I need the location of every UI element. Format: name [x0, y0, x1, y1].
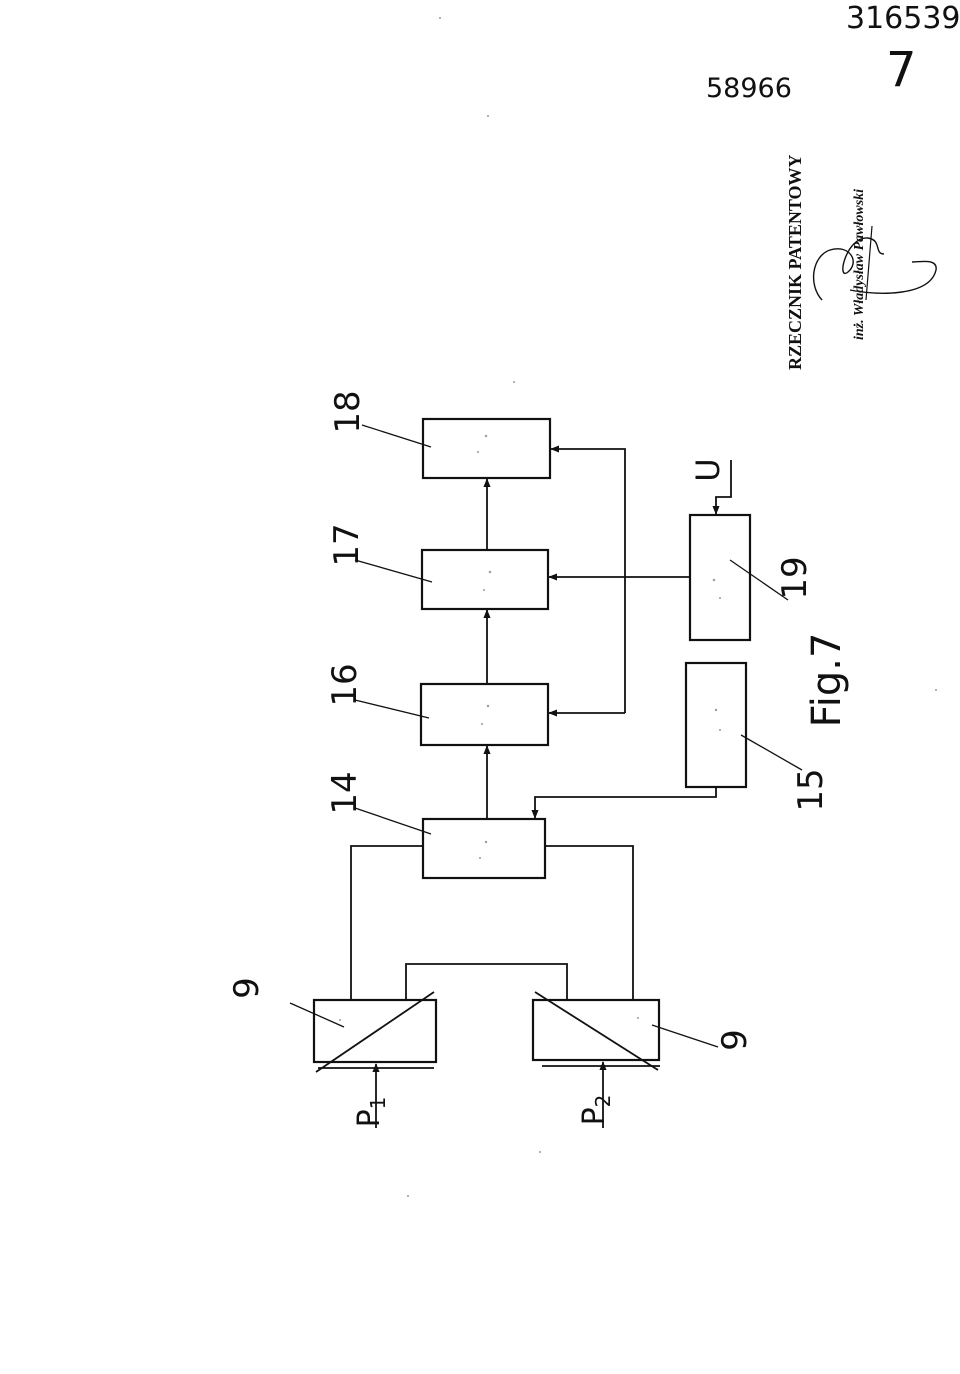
leader-17	[354, 559, 433, 583]
label-block-9-upper: 9	[227, 977, 267, 999]
label-block-9-lower: 9	[715, 1029, 755, 1051]
leader-15	[740, 734, 803, 771]
leader-18	[361, 424, 432, 448]
patent-number: 58966	[706, 73, 792, 104]
stamp-title: RZECZNIK PATENTOWY	[785, 154, 805, 370]
sensor-diagonal-lower	[534, 991, 659, 1071]
label-block-19: 19	[775, 556, 815, 599]
wire-9-bridge	[405, 963, 568, 1000]
input-label-p2: P2	[577, 1095, 615, 1126]
scan-specks	[339, 17, 937, 1197]
label-block-15: 15	[791, 768, 831, 811]
input-label-p1: P1	[352, 1097, 390, 1128]
leader-19	[729, 559, 789, 601]
block-16	[419, 682, 550, 747]
block-14	[421, 817, 547, 880]
stamp-name: inż. Władysław Pawłowski	[852, 189, 867, 340]
leader-9-lower	[651, 1024, 719, 1048]
patent-attorney-stamp: RZECZNIK PATENTOWY inż. Władysław Pawłow…	[785, 154, 867, 370]
block-17	[420, 548, 550, 611]
label-block-14: 14	[325, 771, 365, 814]
application-number: 316539	[846, 1, 960, 36]
svg-text:P2: P2	[577, 1095, 615, 1126]
sensor-diagonal-upper	[315, 991, 435, 1073]
wire-feedback-to-18	[550, 445, 626, 713]
leader-14	[354, 807, 432, 835]
block-18	[421, 417, 552, 480]
label-block-18: 18	[328, 390, 368, 433]
figure-caption: Fig.7	[804, 633, 850, 728]
input-label-u: U	[689, 458, 727, 481]
wire-9-upper-to-14	[350, 845, 423, 1000]
sheet-number: 7	[886, 42, 917, 98]
wire-u-to-19	[712, 460, 732, 515]
block-15	[684, 661, 748, 789]
leader-9-upper	[289, 1002, 345, 1028]
leader-16	[354, 699, 430, 719]
signature	[812, 225, 937, 301]
block-19	[688, 513, 752, 642]
label-block-16: 16	[325, 663, 365, 706]
wire-9-lower-to-14	[545, 845, 634, 1000]
wire-15-to-14	[531, 787, 717, 819]
svg-text:P1: P1	[352, 1097, 390, 1128]
label-block-17: 17	[327, 523, 367, 566]
